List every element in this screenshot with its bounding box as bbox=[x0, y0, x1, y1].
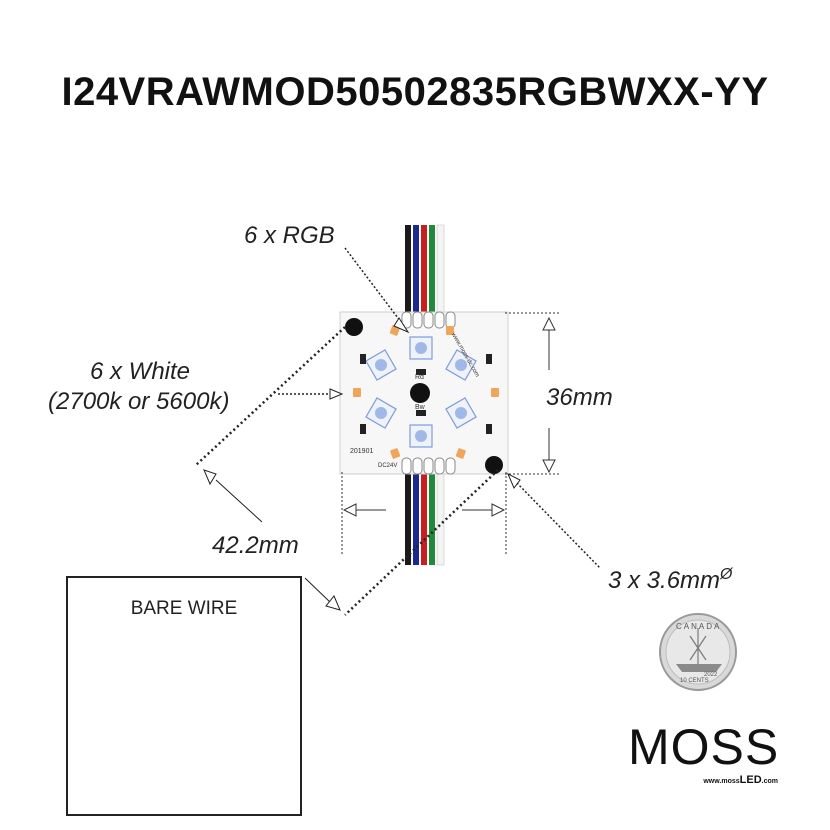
bare-wire-title: BARE WIRE bbox=[130, 598, 238, 619]
rgb-led-label: 6 x RGB bbox=[244, 222, 335, 249]
mounting-hole bbox=[410, 383, 430, 403]
coin-text: CANADA bbox=[676, 622, 722, 631]
bare-wire-inset: BARE WIRE bbox=[66, 576, 302, 816]
logo-url: www.mossLED.com bbox=[703, 774, 778, 786]
board-center-label-rd: Rd bbox=[415, 374, 424, 381]
rgb-callout bbox=[344, 247, 410, 334]
white-callout bbox=[278, 388, 344, 400]
board-code: 201901 bbox=[350, 448, 374, 455]
white-leds bbox=[353, 325, 499, 459]
white-led-label-line1: 6 x White bbox=[90, 358, 191, 385]
holes-callout bbox=[507, 472, 601, 569]
led-module-board bbox=[339, 311, 509, 475]
mounting-hole bbox=[485, 456, 503, 474]
coin-value: 10 CENTS bbox=[680, 678, 709, 684]
logo-wordmark: MOSS bbox=[628, 719, 780, 775]
width-dimension bbox=[341, 472, 507, 556]
width-dimension-label: 42.2mm bbox=[212, 532, 299, 559]
diagonal-callout bbox=[195, 326, 499, 616]
mounting-holes-text: 3 x 3.6mm bbox=[608, 567, 721, 594]
height-dimension-label: 36mm bbox=[546, 384, 613, 411]
wires-top bbox=[405, 224, 445, 321]
board-center-label-bw: Bw bbox=[415, 404, 425, 411]
coin-year: 2022 bbox=[704, 672, 718, 678]
product-code-title: I24VRAWMOD50502835RGBWXX-YY bbox=[61, 70, 769, 114]
board-pad-label-dc24v: DC24V bbox=[378, 463, 398, 469]
white-led-label-line2: (2700k or 5600k) bbox=[48, 388, 230, 415]
diameter-symbol: Ø bbox=[720, 566, 733, 583]
height-dimension bbox=[505, 312, 560, 475]
mounting-hole bbox=[345, 318, 363, 336]
wires-bottom bbox=[405, 469, 445, 566]
moss-led-logo: MOSS www.mossLED.com bbox=[628, 719, 788, 786]
coin-scale-reference bbox=[659, 613, 737, 691]
mounting-holes-label: 3 x 3.6mmØ bbox=[608, 566, 732, 595]
